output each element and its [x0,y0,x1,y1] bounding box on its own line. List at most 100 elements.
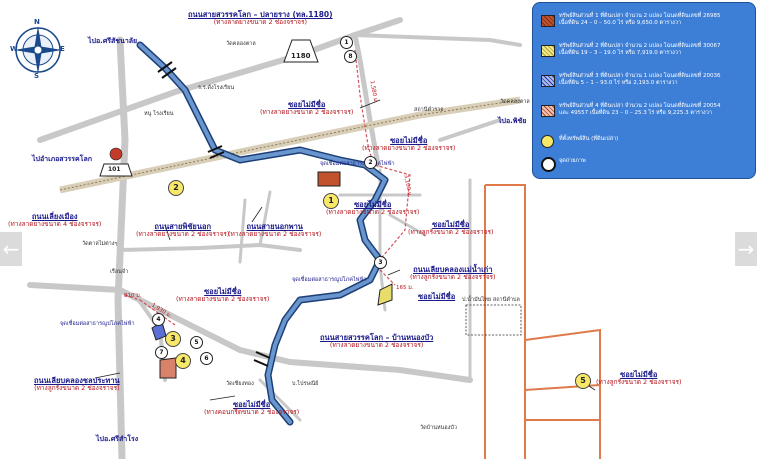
distance-3: 165 ม. [396,285,414,291]
photo-point-1[interactable]: 1 [340,36,353,49]
legend-item-4: ทรัพย์สินส่วนที่ 4 ที่ดินเปล่า จำนวน 2 แ… [541,103,751,125]
distance-lines [124,49,411,326]
place-checkpoint: บ.ไปรษณีย์ [292,381,319,387]
location-marker-2[interactable]: 2 [168,180,184,196]
parcel-4 [159,357,177,379]
road-nongbua [27,282,473,383]
photo-point-5[interactable]: 5 [190,336,203,349]
place-wat-bottom: วัดบ้านหนองบัว [420,425,457,431]
place-temple-right: วัดคลองตาล [500,99,530,105]
parcel-1 [317,171,341,187]
legend-item-2: ทรัพย์สินส่วนที่ 2 ที่ดินเปล่า จำนวน 2 แ… [541,43,751,65]
road-101-shield [99,147,133,177]
map-legend: ทรัพย์สินส่วนที่ 1 ที่ดินเปล่า จำนวน 2 แ… [532,2,756,179]
utility-note-3: จุดเชื่อมต่อสาธารณูปโภคไฟฟ้า [60,321,135,327]
photo-point-8[interactable]: 8 [344,50,357,63]
road-1180-shield [283,39,319,63]
compass-rose [14,26,62,74]
pump-area [465,304,522,336]
distance-5: 810 ม. [124,293,142,299]
label-khlong: ถนนเลียบคลองแม่น้ำเก่า(ทางลูกรังขนาด 2 ช… [410,265,496,281]
legend-item-5: ที่ตั้งทรัพย์สิน (ที่ดินเปล่า) [541,133,751,149]
legend-item-3-line-1: ทรัพย์สินส่วนที่ 3 ที่ดินเปล่า จำนวน 1 แ… [559,73,721,79]
prev-arrow-button[interactable]: ← [0,232,22,266]
label-soi-4: ซอยไม่มีชื่อ(ทางลูกรังขนาด 2 ช่องจราจร) [408,220,494,236]
road-top-east [353,33,522,47]
next-arrow-button[interactable]: → [735,232,757,266]
road-khokpan-2 [258,190,272,247]
place-school: ร.ร.ดังโรงเรียน [198,85,235,91]
parcel-5-outline [484,184,601,459]
photo-point-4[interactable]: 4 [152,313,165,326]
location-marker-4[interactable]: 4 [175,353,191,369]
parcels [151,171,393,379]
legend-item-3: ทรัพย์สินส่วนที่ 3 ที่ดินเปล่า จำนวน 1 แ… [541,73,751,95]
legend-item-6-line-1: จุดถ่ายภาพ [559,158,586,164]
place-jail: เรือนจำ [110,269,129,275]
road-1180-east [352,32,381,168]
road-to-phichai [438,118,502,142]
city-sawankhalok: ไปอำเภอสวรรคโลก [32,155,93,163]
label-soi-3: ซอยไม่มีชื่อ(ทางลาดยางขนาด 2 ช่องจราจร) [326,200,420,216]
legend-item-1: ทรัพย์สินส่วนที่ 1 ที่ดินเปล่า จำนวน 2 แ… [541,13,751,35]
place-wat-mid: วัดเชียงทอง [226,381,254,387]
distance-line-3 [379,269,396,286]
utility-note-1: จุดเชื่อมต่อสาธารณูปโภคไฟฟ้า [320,161,395,167]
photo-point-6[interactable]: 6 [200,352,213,365]
legend-item-4-line-1: ทรัพย์สินส่วนที่ 4 ที่ดินเปล่า จำนวน 2 แ… [559,103,721,109]
label-soi-8: ซอยไม่มีชื่อ(ทางคอนกรีตขนาด 2 ช่องจราจร) [204,400,300,416]
legend-item-3-line-2: เนื้อที่ดิน 5 – 1 – 93.0 ไร่ หรือ 2,193.… [559,80,678,87]
label-bypass: ถนนเลี่ยงเมือง(ทางลาดยางขนาด 4 ช่องจราจร… [8,212,102,228]
shield-1180-number: 1180 [291,52,311,60]
label-phichai-nok: ถนนสายพิชัยนอก(ทางลาดยางขนาด 2 ช่องจราจร… [136,222,230,238]
railway [59,96,521,194]
city-phichai: ไปอ.พิชัย [498,117,527,125]
legend-item-1-line-2: เนื้อที่ดิน 24 – 0 – 50.0 ไร่ หรือ 9,650… [559,20,682,27]
road-khokpan [238,198,247,264]
road-highway-101 [114,36,129,459]
city-srisamrong: ไปอ.ศรีสำโรง [96,435,139,443]
road-soi-3 [388,213,427,237]
parcel-2 [377,283,393,306]
place-hospital: วัดตาลไม่ต่างๆ [82,241,118,247]
distance-line-4 [139,299,176,326]
compass-e: E [60,45,65,53]
bridges [157,61,271,367]
compass-n: N [34,18,40,26]
place-temple-top: วัดคลองตาล [226,41,256,47]
location-marker-5[interactable]: 5 [575,373,591,389]
shield-101-number: 101 [108,166,121,173]
label-soi-1: ซอยไม่มีชื่อ(ทางลาดยางขนาด 2 ช่องจราจร) [260,100,354,116]
legend-swatch-location [541,135,554,148]
city-sisatchanalai: ไปอ.ศรีสัชนาลัย [88,37,138,45]
road-phichai-nok [118,242,302,252]
location-marker-1[interactable]: 1 [323,193,339,209]
legend-swatch-parcel-1 [541,15,555,27]
distance-line-5 [124,294,141,301]
photo-point-2[interactable]: 2 [364,156,377,169]
label-road-1180: ถนนสายสวรรคโลก – ปลายราง (ทล.1180)(ทางลา… [188,10,333,26]
legend-swatch-photo-point [541,157,556,172]
photo-point-3[interactable]: 3 [374,256,387,269]
place-cemetery: หนู โรงเรียน [144,111,174,117]
label-soi-6: ซอยไม่มีชื่อ [418,292,456,301]
legend-swatch-parcel-2 [541,45,555,57]
label-soi-2: ซอยไม่มีชื่อ(ทางลาดยางขนาด 2 ช่องจราจร) [362,136,456,152]
compass-s: S [34,72,40,80]
compass-w: W [10,45,18,53]
label-soi-7: ซอยไม่มีชื่อ(ทางลูกรังขนาด 2 ช่องจราจร) [596,370,682,386]
legend-item-6: จุดถ่ายภาพ [541,155,751,172]
river [136,41,389,426]
legend-item-2-line-1: ทรัพย์สินส่วนที่ 2 ที่ดินเปล่า จำนวน 2 แ… [559,43,721,49]
label-soi-5: ซอยไม่มีชื่อ(ทางลาดยางขนาด 2 ช่องจราจร) [176,287,270,303]
place-station: สถานีตำรวจ [414,107,444,113]
place-pump: ป.น้ำมันไทย สถานีตำบล [462,297,520,303]
utility-note-2: จุดเชื่อมต่อสาธารณูปโภคไฟฟ้า [292,277,367,283]
legend-item-2-line-2: เนื้อที่ดิน 19 – 3 – 19.0 ไร่ หรือ 7,919… [559,50,682,57]
legend-swatch-parcel-4 [541,105,555,117]
location-marker-3[interactable]: 3 [165,331,181,347]
distance-line-2 [374,164,411,263]
photo-point-7[interactable]: 7 [155,346,168,359]
label-nongbua: ถนนสายสวรรคโลก – บ้านหนองบัว(ทางลาดยางขน… [320,333,434,349]
